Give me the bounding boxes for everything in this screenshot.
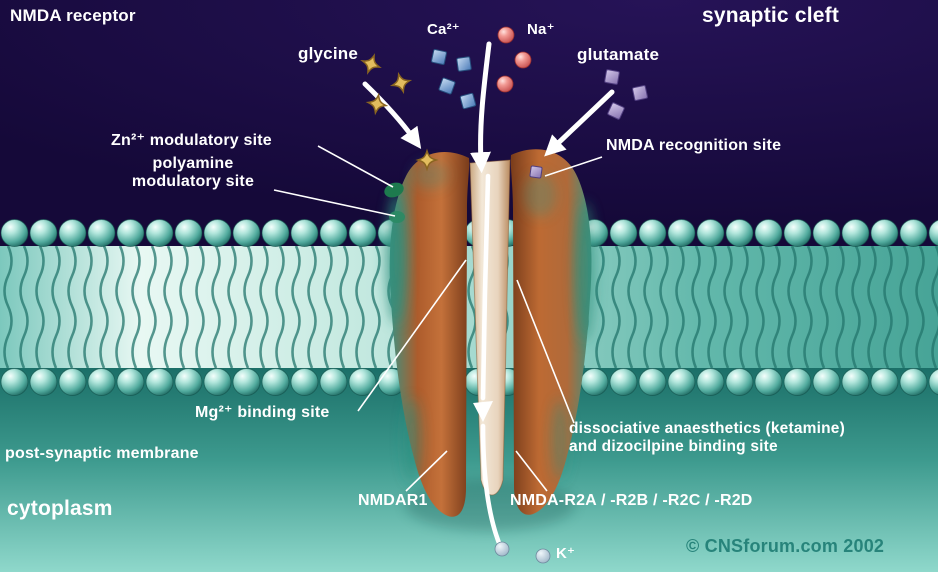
nmdar1-label: NMDAR1 xyxy=(358,492,428,509)
polyamine-modulatory-site-blob xyxy=(389,211,405,223)
nmdar1-pointer xyxy=(405,450,448,492)
polyamine-site-pointer xyxy=(273,189,396,217)
calcium-label: Ca²⁺ xyxy=(427,21,460,38)
channel-flow-arrowhead xyxy=(473,401,493,422)
glutamate-arrow xyxy=(544,89,615,157)
post-synaptic-membrane-label: post-synaptic membrane xyxy=(5,445,199,462)
mg-site-pointer xyxy=(357,259,467,412)
ion-entry-arrow xyxy=(470,41,492,174)
mg-binding-site-label: Mg²⁺ binding site xyxy=(195,404,330,421)
cytoplasm-background xyxy=(0,368,938,572)
glutamate-label: glutamate xyxy=(577,45,660,64)
lipid-tails xyxy=(0,246,938,368)
dissociative-line1: dissociative anaesthetics (ketamine) xyxy=(569,420,845,437)
glutamate-ligands xyxy=(529,69,648,179)
channel-flow-arrow xyxy=(473,173,504,551)
zn-modulatory-site-label: Zn²⁺ modulatory site xyxy=(111,132,272,149)
glycine-label: glycine xyxy=(298,44,358,63)
polyamine-modulatory-site-label: polyamine modulatory site xyxy=(110,155,276,192)
cytoplasm-label: cytoplasm xyxy=(7,497,113,520)
receptor-teal-shading xyxy=(386,161,595,482)
label-connector-lines xyxy=(273,145,603,492)
recognition-site-pointer xyxy=(544,156,603,177)
zn-site-pointer xyxy=(317,145,394,188)
nmda-receptor-protein xyxy=(384,149,595,531)
glycine-arrow xyxy=(362,81,422,149)
nmda-recognition-site-label: NMDA recognition site xyxy=(606,137,782,154)
dissociative-line2: and dizocilpine binding site xyxy=(569,437,778,455)
calcium-ligands xyxy=(431,49,477,110)
receptor-subunit-nmda-r2 xyxy=(510,149,592,515)
nmda-r2-pointer xyxy=(515,450,548,492)
ligand-entry-arrows xyxy=(362,41,615,174)
lipid-bilayer xyxy=(0,219,938,396)
synaptic-cleft-label: synaptic cleft xyxy=(702,4,840,27)
synaptic-cleft-background xyxy=(0,0,938,246)
polyamine-line1: polyamine xyxy=(152,155,234,172)
nmda-r2-label: NMDA-R2A / -R2B / -R2C / -R2D xyxy=(510,492,753,509)
potassium-exit-path xyxy=(480,423,504,551)
zn-modulatory-site-blob xyxy=(384,182,404,198)
nmda-receptor-label: NMDA receptor xyxy=(10,6,136,25)
polyamine-line2: modulatory site xyxy=(131,173,255,191)
sodium-ligands xyxy=(496,26,532,93)
channel-flow-upper xyxy=(480,173,491,401)
lipid-heads-bottom-row xyxy=(0,368,938,396)
dissociative-site-pointer xyxy=(516,279,575,424)
potassium-ligands xyxy=(494,541,551,564)
dissociative-anaesthetics-label: dissociative anaesthetics (ketamine) and… xyxy=(569,420,845,456)
potassium-label: K⁺ xyxy=(556,545,576,562)
copyright-watermark: © CNSforum.com 2002 xyxy=(686,536,885,556)
glutamate-docked xyxy=(529,165,543,179)
sodium-label: Na⁺ xyxy=(527,21,555,38)
lipid-heads-top-row xyxy=(0,219,938,247)
